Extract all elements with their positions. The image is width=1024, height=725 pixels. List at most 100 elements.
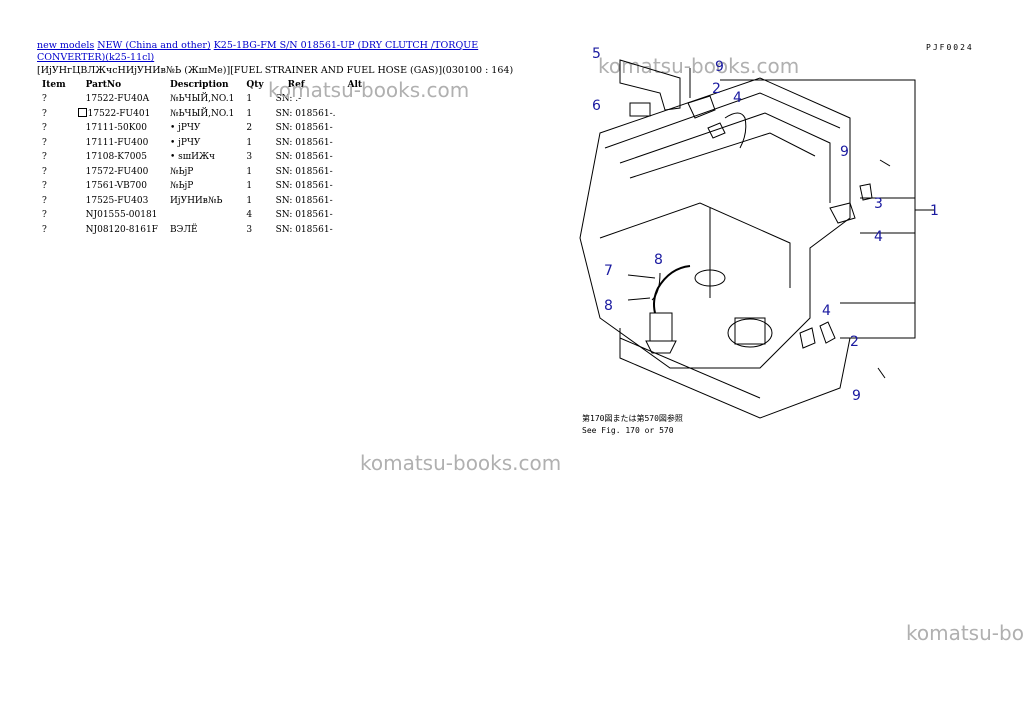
row-partno: 17522-FU401 [72,107,164,122]
row-description-text: • ѕшИЖч [169,152,216,163]
row-alt [341,223,368,238]
parts-table: Item PartNo Description Qty Ref Alt ?175… [36,77,368,237]
row-item: ? [36,165,72,180]
row-item-text: ? [42,181,47,192]
row-qty-text: 1 [246,108,253,119]
diagram-code: PJF0024 [926,43,974,52]
breadcrumb-link-new-china[interactable]: NEW (China and other) [97,40,211,51]
row-partno: 17572-FU400 [72,165,164,180]
page-title: [ИјУНгЦВЛЖчсНИјУНИв№Ь (ЖшМе)][FUEL STRAI… [37,65,514,76]
row-qty: 3 [240,223,269,238]
callout-4: 4 [822,303,831,319]
row-qty: 1 [240,194,269,209]
row-description-text: №ЬјР [169,181,194,192]
row-ref: SN: .- [270,92,342,107]
row-partno: 17561-VB700 [72,179,164,194]
row-partno-text: 17522-FU40A [85,94,150,105]
row-partno-text: 17525-FU403 [85,195,149,206]
row-qty-text: 1 [246,94,253,105]
row-ref-text: SN: 018561- [275,152,333,163]
row-item-text: ? [42,123,47,134]
row-description-text: №ЬЧЫЙ,NO.1 [169,108,235,119]
row-ref: SN: 018561- [270,194,342,209]
row-item-text: ? [42,94,47,105]
row-checkbox[interactable] [77,108,87,118]
callout-4: 4 [733,90,742,106]
row-qty: 2 [240,121,269,136]
row-partno-text: 17561-VB700 [85,181,147,192]
callout-8: 8 [604,298,613,314]
row-alt [341,107,368,122]
row-ref: SN: 018561- [270,136,342,151]
row-alt [341,121,368,136]
row-item: ? [36,121,72,136]
row-partno-text: NJ08120-8161F [85,224,158,235]
row-item-text: ? [42,224,47,235]
breadcrumb-link-model-b[interactable]: CONVERTER)(k25-11cl) [37,52,155,63]
callout-9: 9 [715,59,724,75]
row-alt [341,165,368,180]
row-partno: 17111-50K00 [72,121,164,136]
row-item: ? [36,92,72,107]
row-partno-text: 17111-50K00 [85,123,147,134]
col-description: Description [169,79,229,90]
row-qty: 3 [240,150,269,165]
row-partno-text: 17111-FU400 [85,137,149,148]
diagram-note-jp: 第170図または第570図参照 [582,413,683,423]
breadcrumb-link-new-models[interactable]: new models [37,40,95,51]
col-ref: Ref [287,79,305,90]
row-description: №ЬјР [164,179,240,194]
callout-1: 1 [930,203,939,219]
callout-4: 4 [874,229,883,245]
col-alt: Alt [347,79,363,90]
row-partno: 17108-K7005 [72,150,164,165]
row-qty-text: 1 [246,166,253,177]
row-ref-text: SN: 018561- [275,137,333,148]
row-partno-text: 17522-FU401 [87,109,151,120]
col-qty: Qty [246,79,264,90]
row-description-text: • јРЧУ [169,123,201,134]
row-ref-text: SN: 018561- [275,123,333,134]
row-description: ВЭЛЁ [164,223,240,238]
row-item-text: ? [42,195,47,206]
row-ref-text: SN: 018561- [275,210,333,221]
row-description [164,208,240,223]
row-item: ? [36,179,72,194]
breadcrumb: new models NEW (China and other) K25-1BG… [37,40,497,64]
row-item: ? [36,194,72,209]
row-qty: 1 [240,179,269,194]
row-alt [341,150,368,165]
row-item: ? [36,107,72,122]
watermark: komatsu-books.com [598,54,800,78]
row-ref-text: SN: 018561- [275,166,333,177]
row-ref: SN: 018561-. [270,107,342,122]
row-ref: SN: 018561- [270,121,342,136]
row-partno: 17111-FU400 [72,136,164,151]
row-ref: SN: 018561- [270,150,342,165]
row-description-text: ИјУНИв№Ь [169,195,223,206]
row-partno-text: NJ01555-00181 [85,210,158,221]
callout-2: 2 [850,334,859,350]
row-qty: 4 [240,208,269,223]
table-row: ? 17572-FU400 №ЬјР 1 SN: 018561- [36,165,368,180]
row-ref: SN: 018561- [270,165,342,180]
row-partno: 17525-FU403 [72,194,164,209]
breadcrumb-link-model-a[interactable]: K25-1BG-FM S/N 018561-UP (DRY CLUTCH /TO… [213,40,479,51]
callout-9: 9 [852,388,861,404]
row-qty: 1 [240,136,269,151]
row-description: ИјУНИв№Ь [164,194,240,209]
row-description: №ЬЧЫЙ,NO.1 [164,92,240,107]
row-item: ? [36,223,72,238]
callout-3: 3 [874,196,883,212]
row-item-text: ? [42,166,47,177]
row-item-text: ? [42,210,47,221]
row-description: №ЬЧЫЙ,NO.1 [164,107,240,122]
row-description-text: №ЬјР [169,166,194,177]
row-alt [341,136,368,151]
row-description-text: ВЭЛЁ [169,224,198,235]
row-description-text: №ЬЧЫЙ,NO.1 [169,94,235,105]
row-ref: SN: 018561- [270,223,342,238]
callout-9: 9 [840,144,849,160]
row-qty-text: 1 [246,137,253,148]
